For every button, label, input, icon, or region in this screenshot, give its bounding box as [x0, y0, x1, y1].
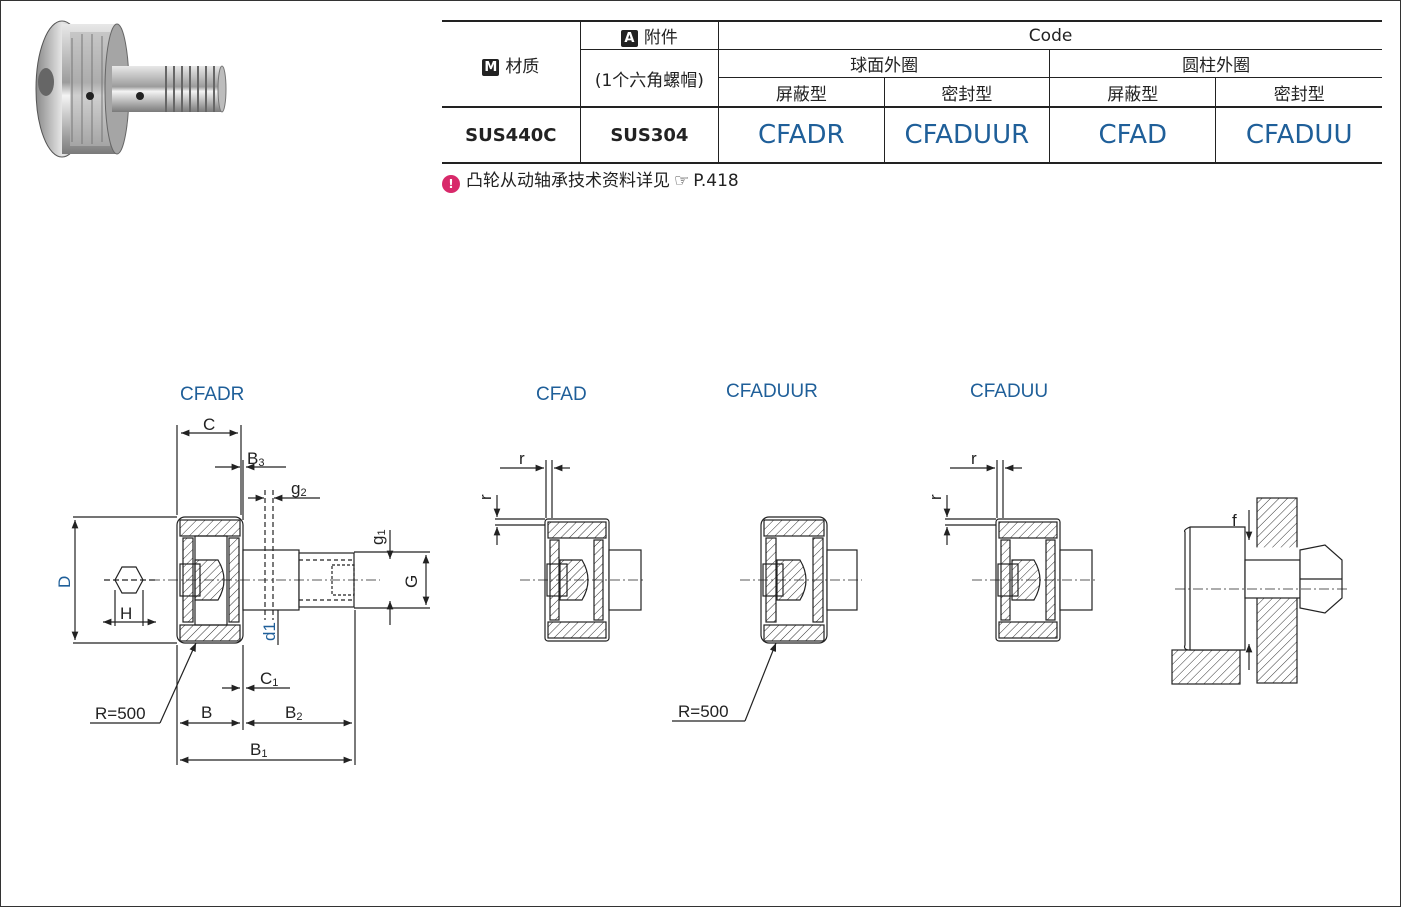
dim-g-thread: G — [402, 575, 421, 588]
col-shielded-2: 屏蔽型 — [1049, 77, 1216, 108]
mounting-drawing — [1171, 497, 1350, 685]
accessory-tag: A — [620, 30, 638, 47]
cfad-drawing — [493, 460, 646, 642]
code-cfadr: CFADR — [718, 107, 885, 164]
code-cfaduu: CFADUU — [1215, 107, 1382, 164]
info-pin-icon: ! — [442, 175, 460, 193]
dim-d1: d1 — [260, 622, 279, 641]
dim-r-cfaduu-h: r — [971, 449, 977, 468]
dim-r-cfad-v: r — [476, 494, 495, 500]
col-shielded-1: 屏蔽型 — [718, 77, 885, 108]
dim-r-cfaduu-v: r — [926, 494, 945, 500]
note-ref[interactable]: P.418 — [693, 171, 739, 191]
code-header: Code — [718, 20, 1382, 50]
dim-b2: B2 — [285, 703, 302, 723]
dim-c1: C1 — [260, 669, 278, 689]
cfadr-dimensions: C B3 g2 g1 G D H d1 C1 B B2 B1 R=500 — [55, 415, 421, 760]
dim-b3: B3 — [247, 449, 264, 469]
drawing-label-cfadr: CFADR — [180, 384, 244, 405]
material-tag: M — [482, 58, 500, 76]
accessory-value: SUS304 — [579, 107, 719, 164]
dim-g1: g1 — [368, 529, 388, 545]
drawing-label-cfaduur: CFADUUR — [726, 381, 818, 402]
drawing-label-cfad: CFAD — [536, 384, 587, 405]
note-text: 凸轮从动轴承技术资料详见 — [466, 171, 670, 191]
group-spherical: 球面外圈 — [718, 49, 1050, 78]
col-sealed-2: 密封型 — [1215, 77, 1382, 108]
group-cylindrical: 圆柱外圈 — [1049, 49, 1382, 78]
accessory-label: 附件 — [643, 28, 678, 48]
dim-r500-1: R=500 — [95, 704, 146, 723]
dim-r-cfad-h: r — [519, 449, 525, 468]
accessory-sub: (1个六角螺帽) — [579, 49, 719, 108]
product-photo — [35, 20, 227, 158]
technical-drawings: CFADR — [55, 381, 1350, 765]
pointing-hand-icon: ☞ — [674, 171, 690, 191]
material-label: 材质 — [505, 56, 540, 77]
dim-r500-2: R=500 — [678, 702, 729, 721]
accessory-header: A 附件 — [579, 20, 719, 50]
tech-note: ! 凸轮从动轴承技术资料详见☞P.418 — [442, 166, 739, 193]
drawing-label-cfaduu: CFADUU — [970, 381, 1048, 402]
cfadr-drawing — [71, 425, 430, 765]
col-sealed-1: 密封型 — [883, 77, 1050, 108]
dim-d: D — [55, 576, 74, 588]
dim-c: C — [203, 415, 215, 434]
material-header: M 材质 — [442, 20, 581, 108]
code-cfad: CFAD — [1049, 107, 1216, 164]
cfaduu-drawing — [943, 460, 1098, 642]
dim-g2: g2 — [291, 479, 307, 499]
dim-b: B — [201, 703, 212, 722]
material-value: SUS440C — [442, 107, 581, 164]
dim-b1: B1 — [250, 740, 267, 760]
dim-f: f — [1232, 511, 1237, 530]
cfaduur-drawing — [672, 516, 862, 722]
dim-h: H — [120, 604, 132, 623]
code-cfaduur: CFADUUR — [883, 107, 1050, 164]
